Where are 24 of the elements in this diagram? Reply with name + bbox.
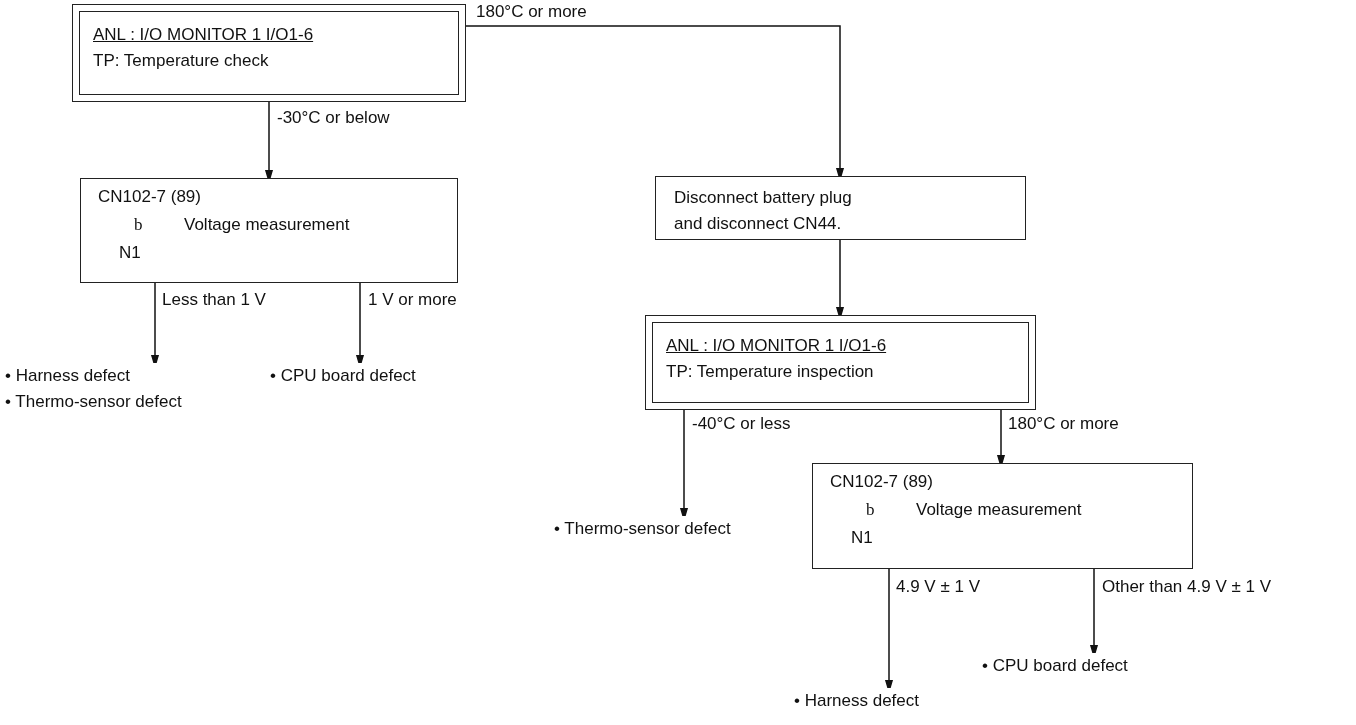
step-text: CN102-7 (89): [830, 472, 933, 492]
measurement-box: [812, 463, 1193, 569]
step-text: CN102-7 (89): [98, 187, 201, 207]
result-item: • Harness defect: [794, 690, 919, 712]
step-text: TP: Temperature inspection: [666, 362, 874, 382]
step-text: N1: [119, 243, 141, 263]
step-text: N1: [851, 528, 873, 548]
monitor-step-box: [72, 4, 466, 102]
monitor-step-box: [645, 315, 1036, 410]
symbol-text: b: [866, 500, 875, 520]
monitor-heading: ANL : I/O MONITOR 1 I/O1-6: [666, 336, 887, 356]
result-item: • CPU board defect: [982, 655, 1128, 677]
result-item: • CPU board defect: [270, 365, 416, 387]
monitor-heading: ANL : I/O MONITOR 1 I/O1-6: [93, 25, 314, 45]
step-text: TP: Temperature check: [93, 51, 269, 71]
result-item: • Thermo-sensor defect: [554, 518, 731, 540]
step-text: Voltage measurement: [916, 500, 1082, 520]
process-box: [655, 176, 1026, 240]
result-item: • Harness defect: [5, 365, 131, 387]
step-text: Disconnect battery plug and disconnect CN44.: [674, 187, 853, 235]
step-text: Voltage measurement: [184, 215, 350, 235]
result-item: • Thermo-sensor defect: [5, 391, 182, 413]
symbol-text: b: [134, 215, 143, 235]
measurement-box: [80, 178, 458, 283]
